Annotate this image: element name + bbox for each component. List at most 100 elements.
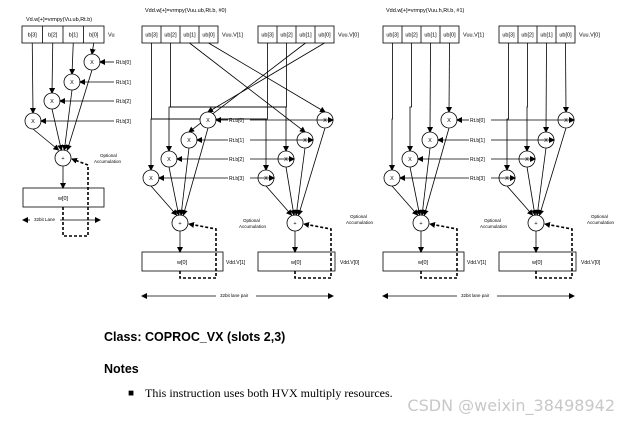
connector-line (422, 127, 450, 216)
accumulation-label: Accumulation (346, 220, 374, 225)
adder-node-hi-label: + (419, 221, 422, 227)
connector-line (181, 127, 209, 216)
rt-byte-label-0: Rt.b[0] (470, 118, 485, 124)
connector-line (208, 42, 326, 113)
rt-byte-label-2: Rt.b[2] (229, 157, 244, 163)
rt-byte-label-2: Rt.b[2] (470, 157, 485, 163)
output-register-lo: Vdd.V[0] (581, 260, 601, 266)
rt-byte-label-1: Rt.b[1] (229, 138, 244, 144)
vuu-hi-byte-3: ub[3] (145, 33, 158, 39)
lane-label: 32bit Lane (34, 217, 56, 222)
watermark: CSDN @weixin_38498942 (407, 396, 615, 415)
output-register-lo: Vdd.V[0] (340, 260, 360, 266)
vuu-lo-byte-2: ub[2] (280, 33, 293, 39)
diagram-title: Vdd.w[+]=vrmpy(Vuu.h,Rt.b, #1) (386, 8, 465, 14)
rt-byte-label-3: Rt.b[3] (470, 176, 485, 182)
multiply-node-lo-2-label: X (525, 157, 529, 163)
lane-label: 32bit lane pair (220, 293, 249, 298)
connector-line (506, 185, 534, 216)
vuu-lo-byte-1: ub[1] (540, 33, 553, 39)
connector-line (446, 42, 453, 113)
multiply-node-3-label: X (31, 119, 35, 125)
vuu-lo-byte-1: ub[1] (299, 33, 312, 39)
instruction-class: Class: COPROC_VX (slots 2,3) (104, 330, 286, 344)
lane-label: 32bit lane pair (461, 293, 490, 298)
rt-byte-label-2: Rt.b[2] (116, 99, 131, 105)
accumulation-path (535, 221, 573, 279)
connector-line (534, 147, 547, 216)
note-text: This instruction uses both HVX multiply … (145, 386, 393, 400)
connector-line (285, 166, 297, 216)
output-word-lo: w[0] (290, 260, 302, 266)
vu-register-name: Vu (108, 33, 115, 39)
output-word-hi: w[0] (176, 260, 188, 266)
vuu-hi-byte-2: ub[2] (164, 33, 177, 39)
connector-line (297, 127, 326, 216)
connector-line (89, 42, 96, 55)
multiply-node-lo-2-label: X (284, 157, 288, 163)
vuu-hi-byte-2: ub[2] (405, 33, 418, 39)
vuu-lo-byte-0: ub[0] (559, 33, 572, 39)
diagram-title: Vdd.w[+]=vrmpy(Vuu.ub,Rt.b, #0) (145, 8, 227, 14)
multiply-node-hi-2-label: X (408, 157, 412, 163)
accumulation-path (294, 221, 332, 279)
output-register-hi: Vdd.V[1] (226, 260, 246, 266)
connector-line (504, 43, 510, 171)
diagram-title: Vd.w[+]=vrmpy(Vu.ub,Rt.b) (26, 17, 92, 23)
accumulation-label: Accumulation (94, 159, 122, 164)
multiply-node-lo-0-label: X (564, 118, 568, 124)
vu-byte-1: b[1] (69, 33, 79, 39)
multiply-node-hi-2-label: X (167, 157, 171, 163)
optional-label: Optional (591, 214, 608, 219)
adder-node-lo-label: + (534, 221, 537, 227)
accumulation-path (179, 221, 217, 279)
adder-node-label: + (61, 156, 64, 162)
accumulation-label: Accumulation (239, 224, 267, 229)
vuu-hi-byte-1: ub[1] (424, 33, 437, 39)
connector-line (407, 43, 413, 152)
connector-line (170, 43, 289, 152)
connector-line (62, 89, 73, 151)
bullet-icon: ■ (128, 388, 135, 399)
connector-line (150, 185, 178, 216)
accumulation-label: Accumulation (480, 224, 508, 229)
connector-line (29, 42, 36, 114)
optional-label: Optional (484, 218, 501, 223)
vu-byte-3: b[3] (28, 33, 38, 39)
vuu-hi-byte-0: ub[0] (202, 33, 215, 39)
connector-line (538, 127, 567, 216)
multiply-node-lo-3-label: X (264, 176, 268, 182)
output-word: w[0] (57, 196, 69, 202)
output-word-lo: w[0] (531, 260, 543, 266)
vuu-hi-register-name: Vuu.V[1] (463, 33, 484, 39)
connector-line (51, 108, 64, 151)
connector-line (389, 43, 395, 171)
vuu-lo-byte-3: ub[3] (502, 33, 515, 39)
multiply-node-hi-3-label: X (149, 176, 153, 182)
connector-line (524, 43, 530, 152)
multiply-node-lo-0-label: X (323, 118, 327, 124)
rt-byte-label-1: Rt.b[1] (116, 80, 131, 86)
accumulation-label: Accumulation (587, 220, 615, 225)
multiply-node-2-label: X (50, 99, 54, 105)
optional-label: Optional (100, 153, 117, 158)
connector-line (562, 42, 569, 113)
connector-line (409, 166, 422, 216)
accumulation-path (420, 221, 458, 279)
multiply-node-hi-3-label: X (390, 176, 394, 182)
connector-line (293, 147, 306, 216)
output-register-hi: Vdd.V[1] (467, 260, 487, 266)
connector-line (543, 42, 550, 133)
connector-line (427, 42, 434, 133)
vuu-hi-byte-3: ub[3] (386, 33, 399, 39)
connector-line (391, 185, 419, 216)
connector-line (178, 147, 190, 216)
multiply-node-hi-1-label: X (187, 138, 191, 144)
optional-label: Optional (350, 214, 367, 219)
multiply-node-hi-0-label: X (447, 118, 451, 124)
rt-byte-label-1: Rt.b[1] (470, 138, 485, 144)
vuu-lo-byte-0: ub[0] (318, 33, 331, 39)
connector-line (168, 166, 181, 216)
connector-line (69, 42, 76, 75)
